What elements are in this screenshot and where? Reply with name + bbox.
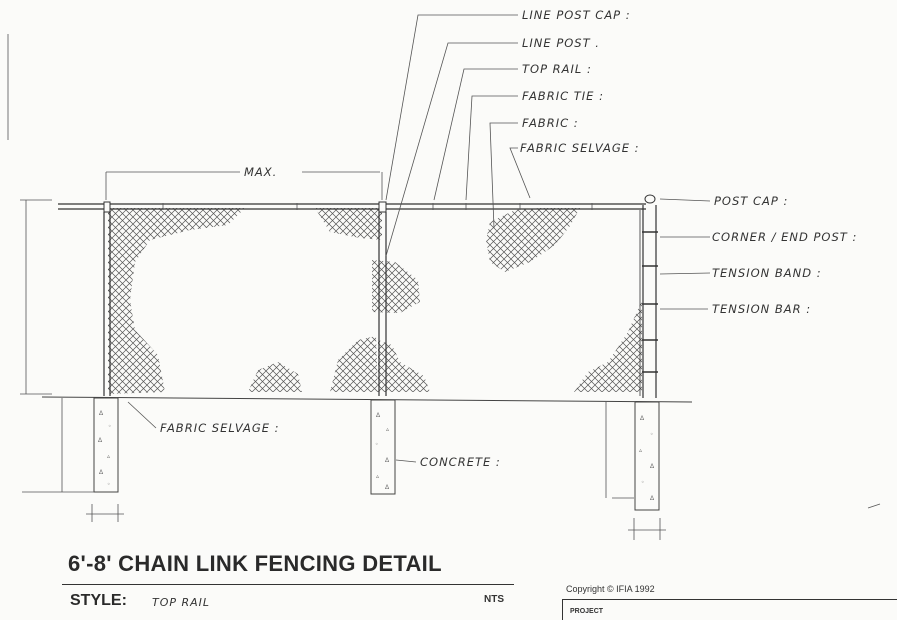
svg-text:◦: ◦ bbox=[108, 423, 112, 430]
svg-text:Δ: Δ bbox=[385, 484, 390, 491]
style-label: STYLE: bbox=[70, 592, 127, 609]
label-post-cap: POST CAP : bbox=[714, 194, 788, 208]
svg-text:◦: ◦ bbox=[641, 479, 645, 486]
label-top-rail: TOP RAIL : bbox=[522, 62, 592, 76]
svg-text:Δ: Δ bbox=[640, 415, 645, 422]
fabric-mesh bbox=[108, 208, 642, 394]
callout-labels: LINE POST CAP : LINE POST . TOP RAIL : F… bbox=[160, 8, 857, 469]
label-fabric-tie: FABRIC TIE : bbox=[522, 89, 604, 103]
label-fabric-selvage-top: FABRIC SELVAGE : bbox=[520, 141, 640, 155]
label-fabric-selvage-bottom: FABRIC SELVAGE : bbox=[160, 421, 280, 435]
ground-line bbox=[41, 396, 693, 403]
svg-text:▵: ▵ bbox=[639, 447, 642, 454]
project-label: PROJECT bbox=[570, 608, 604, 615]
label-line-post-cap: LINE POST CAP : bbox=[522, 8, 631, 22]
svg-text:◦: ◦ bbox=[650, 431, 654, 438]
svg-text:Δ: Δ bbox=[650, 495, 655, 502]
svg-text:Δ: Δ bbox=[376, 412, 381, 419]
label-concrete: CONCRETE : bbox=[420, 455, 501, 469]
svg-text:▵: ▵ bbox=[107, 453, 110, 460]
drawing-title: 6'-8' CHAIN LINK FENCING DETAIL bbox=[68, 551, 442, 576]
svg-text:Δ: Δ bbox=[650, 463, 655, 470]
label-corner-end-post: CORNER / END POST : bbox=[712, 230, 857, 244]
label-fabric: FABRIC : bbox=[522, 116, 579, 130]
leader-lines bbox=[127, 14, 711, 463]
svg-text:◦: ◦ bbox=[107, 481, 111, 488]
scale-label: NTS bbox=[484, 594, 504, 605]
dimension-lines bbox=[7, 34, 666, 540]
corner-end-post bbox=[639, 194, 658, 398]
svg-text:▵: ▵ bbox=[376, 473, 379, 480]
svg-text:Δ: Δ bbox=[385, 457, 390, 464]
style-value: TOP RAIL bbox=[152, 596, 211, 609]
project-box bbox=[562, 599, 897, 620]
svg-text:Δ: Δ bbox=[99, 469, 104, 476]
dimension-max-label: MAX. bbox=[244, 165, 277, 179]
copyright-text: Copyright © IFIA 1992 bbox=[566, 584, 655, 594]
top-rail bbox=[58, 203, 646, 210]
left-line-post bbox=[103, 201, 111, 396]
concrete-footings: Δ◦Δ▵Δ◦ Δ▵◦Δ▵Δ Δ◦▵Δ◦Δ bbox=[93, 397, 660, 511]
svg-text:Δ: Δ bbox=[98, 437, 103, 444]
label-tension-band: TENSION BAND : bbox=[712, 266, 822, 280]
middle-line-post bbox=[378, 201, 387, 396]
svg-text:Δ: Δ bbox=[99, 410, 104, 417]
label-line-post: LINE POST . bbox=[522, 36, 600, 50]
svg-text:▵: ▵ bbox=[386, 426, 389, 433]
svg-text:◦: ◦ bbox=[375, 441, 379, 448]
margin-mark bbox=[867, 503, 881, 509]
title-underline bbox=[62, 584, 514, 585]
label-tension-bar: TENSION BAR : bbox=[712, 302, 811, 316]
